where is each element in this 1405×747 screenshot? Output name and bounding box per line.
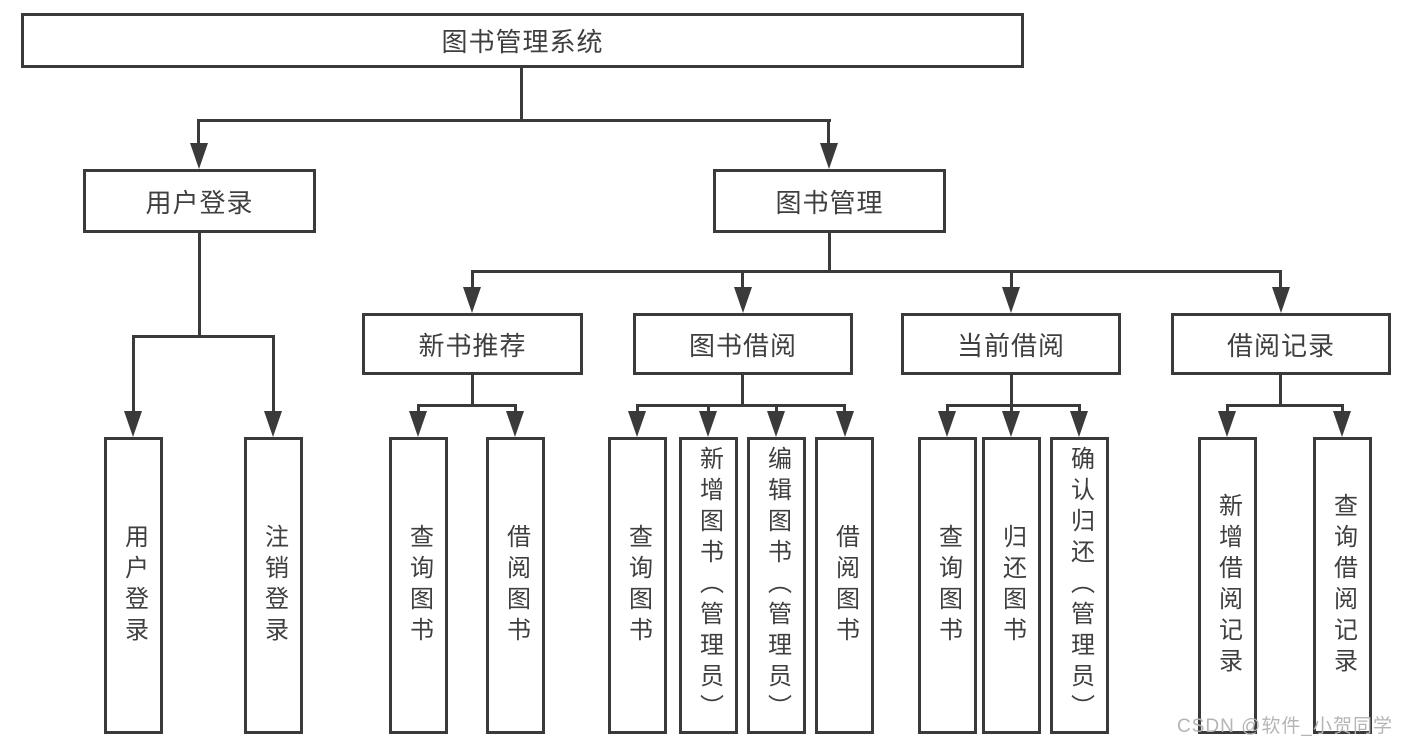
arrowhead-down [264, 411, 282, 437]
node-label: 查询图书 [934, 523, 962, 648]
node-library-management-system: 图书管理系统 [21, 13, 1024, 68]
node-label: 编辑图书（管理员） [763, 446, 791, 725]
arrowhead-down [820, 143, 838, 169]
arrowhead-down [1333, 411, 1351, 437]
arrowhead-down [463, 287, 481, 313]
arrowhead-down [836, 411, 854, 437]
arrowhead-down [409, 411, 427, 437]
node-borrowing-records: 借阅记录 [1171, 313, 1391, 375]
leaf-borrow-books-borrowing: 借阅图书 [815, 437, 874, 734]
line-segment [1010, 373, 1013, 407]
node-label: 确认归还（管理员） [1066, 446, 1094, 725]
arrowhead-down [1272, 287, 1290, 313]
leaf-return-books: 归还图书 [982, 437, 1041, 734]
line-segment [520, 66, 523, 121]
line-segment [197, 119, 831, 122]
leaf-query-borrow-record: 查询借阅记录 [1313, 437, 1372, 734]
arrowhead-down [1002, 287, 1020, 313]
line-segment [417, 404, 517, 407]
leaf-add-borrow-record: 新增借阅记录 [1198, 437, 1257, 734]
leaf-logout: 注销登录 [244, 437, 303, 734]
leaf-user-login: 用户登录 [104, 437, 163, 734]
line-segment [471, 270, 474, 294]
line-segment [198, 231, 201, 337]
line-segment [471, 270, 1282, 273]
node-label: 用户登录 [145, 187, 254, 218]
line-segment [1279, 373, 1282, 407]
leaf-query-books-current: 查询图书 [918, 437, 977, 734]
node-label: 查询图书 [405, 523, 433, 648]
line-segment [741, 270, 744, 294]
line-segment [197, 119, 200, 149]
line-segment [946, 404, 1081, 407]
node-label: 当前借阅 [956, 330, 1065, 361]
line-segment [132, 335, 275, 338]
csdn-watermark: CSDN @软件_小贺同学 [1177, 716, 1393, 737]
leaf-query-books-recommend: 查询图书 [389, 437, 448, 734]
node-label: 查询图书 [624, 523, 652, 648]
node-label: 归还图书 [998, 523, 1026, 648]
leaf-borrow-books-recommend: 借阅图书 [486, 437, 545, 734]
node-label: 图书管理 [775, 187, 884, 218]
node-book-borrowing: 图书借阅 [633, 313, 853, 375]
node-label: 查询借阅记录 [1329, 492, 1357, 679]
node-label: 新增借阅记录 [1214, 492, 1242, 679]
arrowhead-down [938, 411, 956, 437]
arrowhead-down [699, 411, 717, 437]
arrowhead-down [628, 411, 646, 437]
arrowhead-down [1002, 411, 1020, 437]
node-label: 注销登录 [260, 523, 288, 648]
arrowhead-down [1070, 411, 1088, 437]
arrowhead-down [1218, 411, 1236, 437]
node-label: 新书推荐 [418, 330, 527, 361]
node-label: 借阅记录 [1226, 330, 1335, 361]
arrowhead-down [190, 143, 208, 169]
node-label: 借阅图书 [502, 523, 530, 648]
arrowhead-down [506, 411, 524, 437]
line-segment [828, 231, 831, 273]
node-book-management: 图书管理 [713, 169, 946, 233]
arrowhead-down [124, 411, 142, 437]
line-segment [132, 335, 135, 419]
leaf-confirm-return-admin: 确认归还（管理员） [1050, 437, 1109, 734]
node-label: 借阅图书 [831, 523, 859, 648]
node-label: 用户登录 [120, 523, 148, 648]
node-new-book-recommendation: 新书推荐 [362, 313, 583, 375]
leaf-query-books-borrowing: 查询图书 [608, 437, 667, 734]
arrowhead-down [767, 411, 785, 437]
leaf-add-books-admin: 新增图书（管理员） [679, 437, 738, 734]
line-segment [1226, 404, 1344, 407]
line-segment [741, 373, 744, 407]
line-segment [1010, 270, 1013, 294]
arrowhead-down [734, 287, 752, 313]
node-current-borrowing: 当前借阅 [901, 313, 1121, 375]
line-segment [471, 373, 474, 407]
line-segment [827, 119, 830, 149]
node-label: 图书借阅 [688, 330, 797, 361]
node-label: 图书管理系统 [441, 27, 604, 57]
leaf-edit-books-admin: 编辑图书（管理员） [747, 437, 806, 734]
node-user-login: 用户登录 [83, 169, 316, 233]
line-segment [1279, 270, 1282, 294]
line-segment [272, 335, 275, 419]
line-segment [636, 404, 846, 407]
node-label: 新增图书（管理员） [695, 446, 723, 725]
